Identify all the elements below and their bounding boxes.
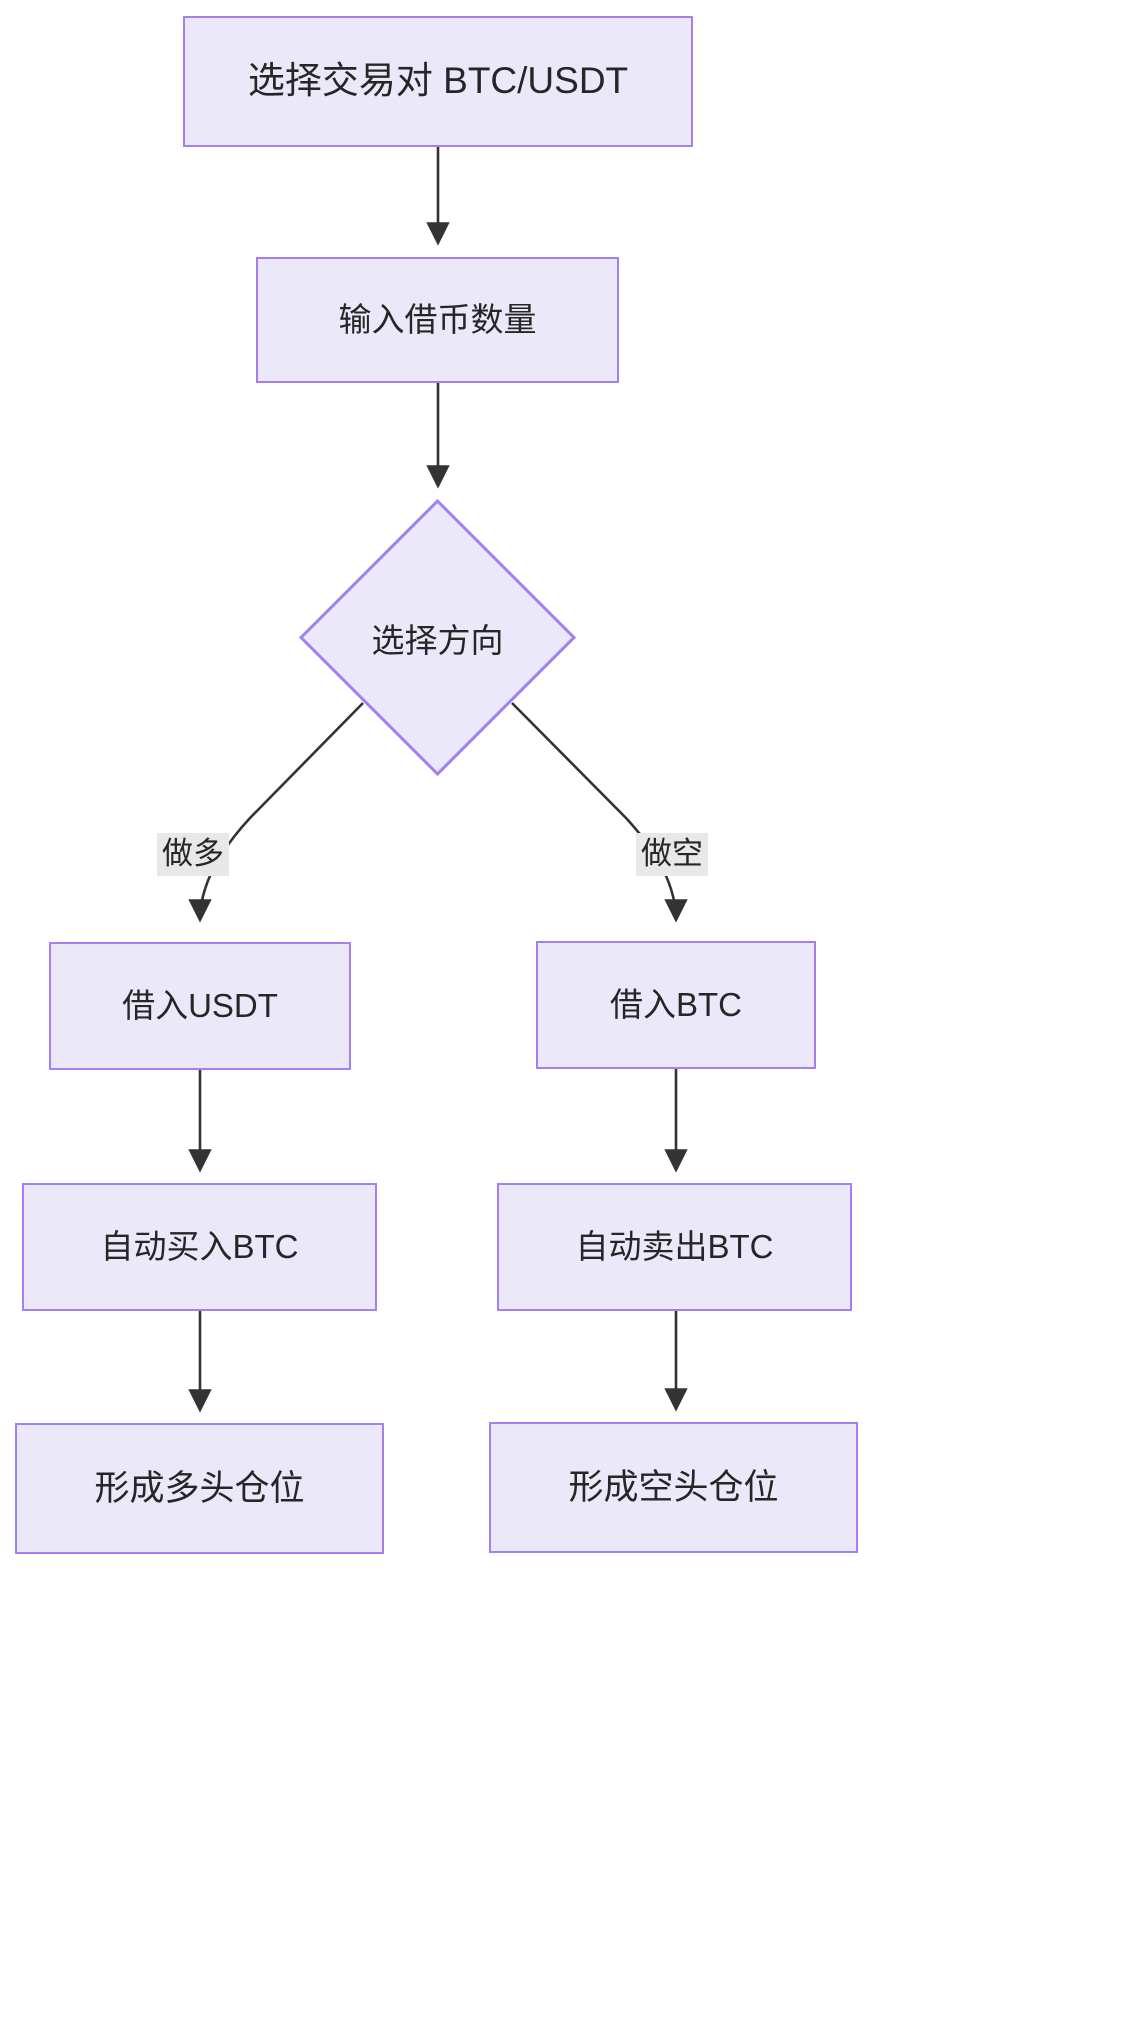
node-auto-buy-btc[interactable]: 自动买入BTC bbox=[22, 1183, 377, 1311]
node-borrow-usdt[interactable]: 借入USDT bbox=[49, 942, 351, 1070]
edge-label-short: 做空 bbox=[636, 833, 708, 876]
edge-label-long: 做多 bbox=[157, 833, 229, 876]
node-auto-sell-btc[interactable]: 自动卖出BTC bbox=[497, 1183, 852, 1311]
node-label: 形成空头仓位 bbox=[568, 1467, 779, 1507]
node-label: 形成多头仓位 bbox=[94, 1468, 305, 1508]
node-label: 选择交易对 BTC/USDT bbox=[247, 60, 629, 102]
node-select-trading-pair[interactable]: 选择交易对 BTC/USDT bbox=[183, 16, 693, 147]
node-select-direction[interactable]: 选择方向 bbox=[299, 499, 576, 776]
node-label: 自动卖出BTC bbox=[575, 1228, 774, 1266]
node-label: 输入借币数量 bbox=[338, 301, 537, 339]
node-label: 选择方向 bbox=[371, 621, 504, 659]
node-borrow-btc[interactable]: 借入BTC bbox=[536, 941, 816, 1069]
node-label: 借入BTC bbox=[610, 986, 742, 1024]
node-form-long-position[interactable]: 形成多头仓位 bbox=[15, 1423, 384, 1554]
node-label: 自动买入BTC bbox=[100, 1228, 299, 1266]
node-form-short-position[interactable]: 形成空头仓位 bbox=[489, 1422, 858, 1553]
diamond-shape bbox=[299, 499, 576, 776]
node-input-borrow-amount[interactable]: 输入借币数量 bbox=[256, 257, 619, 383]
node-label: 借入USDT bbox=[122, 987, 278, 1025]
